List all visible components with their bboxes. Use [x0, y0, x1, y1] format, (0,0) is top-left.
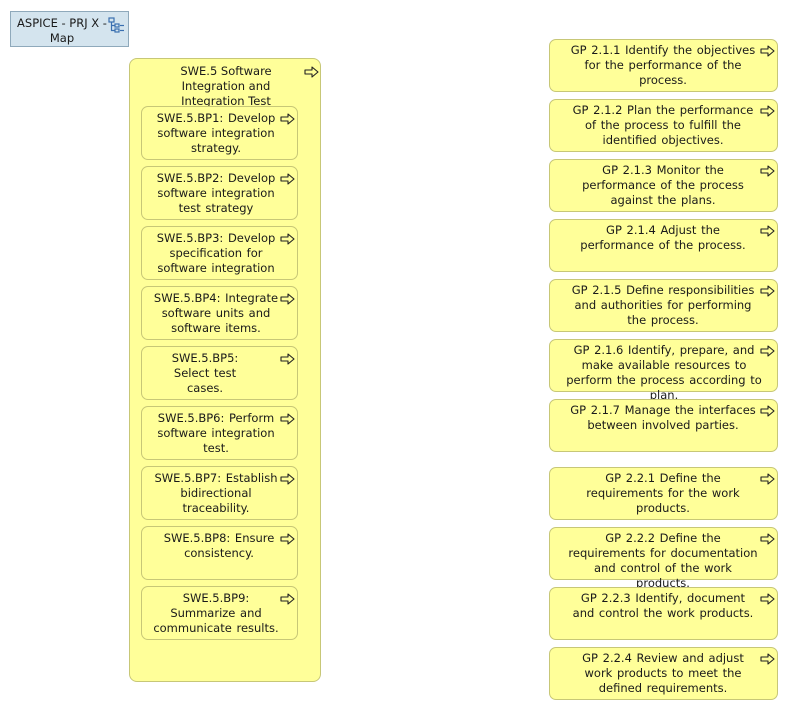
base-practice-text: SWE.5.BP2: Develop software integration …: [156, 171, 276, 215]
diagram-title-box[interactable]: ASPICE - PRJ X - Map: [10, 11, 129, 47]
base-practice-text: SWE.5.BP9: Summarize and communicate res…: [153, 591, 279, 635]
base-practice-card-bp4[interactable]: [141, 286, 298, 340]
navigate-arrow-icon[interactable]: [760, 285, 775, 297]
navigate-arrow-icon[interactable]: [760, 593, 775, 605]
generic-practice-card-gp217[interactable]: [549, 399, 778, 452]
generic-practice-text: GP 2.2.3 Identify, document and control …: [572, 591, 754, 620]
generic-practice-text: GP 2.1.6 Identify, prepare, and make ava…: [566, 343, 762, 402]
navigate-arrow-icon[interactable]: [304, 66, 319, 78]
base-practice-card-bp1[interactable]: [141, 106, 298, 160]
generic-practice-text: GP 2.2.1 Define the requirements for the…: [586, 471, 740, 515]
base-practice-card-bp5[interactable]: [141, 346, 298, 400]
navigate-arrow-icon[interactable]: [280, 473, 295, 485]
generic-practice-card-gp214[interactable]: [549, 219, 778, 272]
navigate-arrow-icon[interactable]: [760, 45, 775, 57]
generic-practice-text: GP 2.1.4 Adjust the performance of the p…: [580, 223, 746, 252]
base-practice-text: SWE.5.BP8: Ensure consistency.: [163, 531, 275, 560]
navigate-arrow-icon[interactable]: [280, 173, 295, 185]
base-practice-card-bp2[interactable]: [141, 166, 298, 220]
generic-practice-card-gp213[interactable]: [549, 159, 778, 212]
generic-practice-card-gp224[interactable]: [549, 647, 778, 700]
base-practice-card-bp8[interactable]: [141, 526, 298, 580]
generic-practice-text: GP 2.1.1 Identify the objectives for the…: [570, 43, 756, 87]
navigate-arrow-icon[interactable]: [760, 533, 775, 545]
base-practice-text: SWE.5.BP6: Perform software integration …: [157, 411, 275, 455]
generic-practice-text: GP 2.2.4 Review and adjust work products…: [582, 651, 744, 695]
navigate-arrow-icon[interactable]: [760, 653, 775, 665]
navigate-arrow-icon[interactable]: [280, 233, 295, 245]
generic-practice-text: GP 2.2.2 Define the requirements for doc…: [568, 531, 758, 590]
navigate-arrow-icon[interactable]: [280, 593, 295, 605]
navigate-arrow-icon[interactable]: [280, 533, 295, 545]
generic-practice-card-gp215[interactable]: [549, 279, 778, 332]
base-practice-text: SWE.5.BP1: Develop software integration …: [156, 111, 276, 155]
navigate-arrow-icon[interactable]: [760, 165, 775, 177]
generic-practice-card-gp222[interactable]: [549, 527, 778, 580]
generic-practice-text: GP 2.1.5 Define responsibilities and aut…: [571, 283, 755, 327]
base-practice-card-bp6[interactable]: [141, 406, 298, 460]
navigate-arrow-icon[interactable]: [280, 413, 295, 425]
generic-practice-card-gp211[interactable]: [549, 39, 778, 92]
navigate-arrow-icon[interactable]: [280, 293, 295, 305]
navigate-arrow-icon[interactable]: [760, 105, 775, 117]
base-practice-text: SWE.5.BP4: Integrate software units and …: [153, 291, 279, 335]
generic-practice-text: GP 2.1.2 Plan the performance of the pro…: [572, 103, 754, 147]
generic-practice-card-gp221[interactable]: [549, 467, 778, 520]
navigate-arrow-icon[interactable]: [280, 113, 295, 125]
base-practice-text: SWE.5.BP7: Establish bidirectional trace…: [154, 471, 278, 515]
base-practice-text: SWE.5.BP3: Develop specification for sof…: [156, 231, 276, 275]
base-practice-card-bp7[interactable]: [141, 466, 298, 520]
navigate-arrow-icon[interactable]: [280, 353, 295, 365]
generic-practice-card-gp223[interactable]: [549, 587, 778, 640]
swe5-process-title: SWE.5 Software Integration and Integrati…: [180, 64, 272, 108]
navigate-arrow-icon[interactable]: [760, 473, 775, 485]
generic-practice-card-gp216[interactable]: [549, 339, 778, 392]
navigate-arrow-icon[interactable]: [760, 345, 775, 357]
base-practice-text: SWE.5.BP5: Select test cases.: [171, 351, 239, 395]
diagram-icon: [108, 17, 125, 34]
base-practice-card-bp3[interactable]: [141, 226, 298, 280]
diagram-title: ASPICE - PRJ X - Map: [17, 16, 107, 45]
navigate-arrow-icon[interactable]: [760, 225, 775, 237]
generic-practice-text: GP 2.1.7 Manage the interfaces between i…: [570, 403, 756, 432]
navigate-arrow-icon[interactable]: [760, 405, 775, 417]
base-practice-card-bp9[interactable]: [141, 586, 298, 640]
generic-practice-card-gp212[interactable]: [549, 99, 778, 152]
generic-practice-text: GP 2.1.3 Monitor the performance of the …: [582, 163, 744, 207]
